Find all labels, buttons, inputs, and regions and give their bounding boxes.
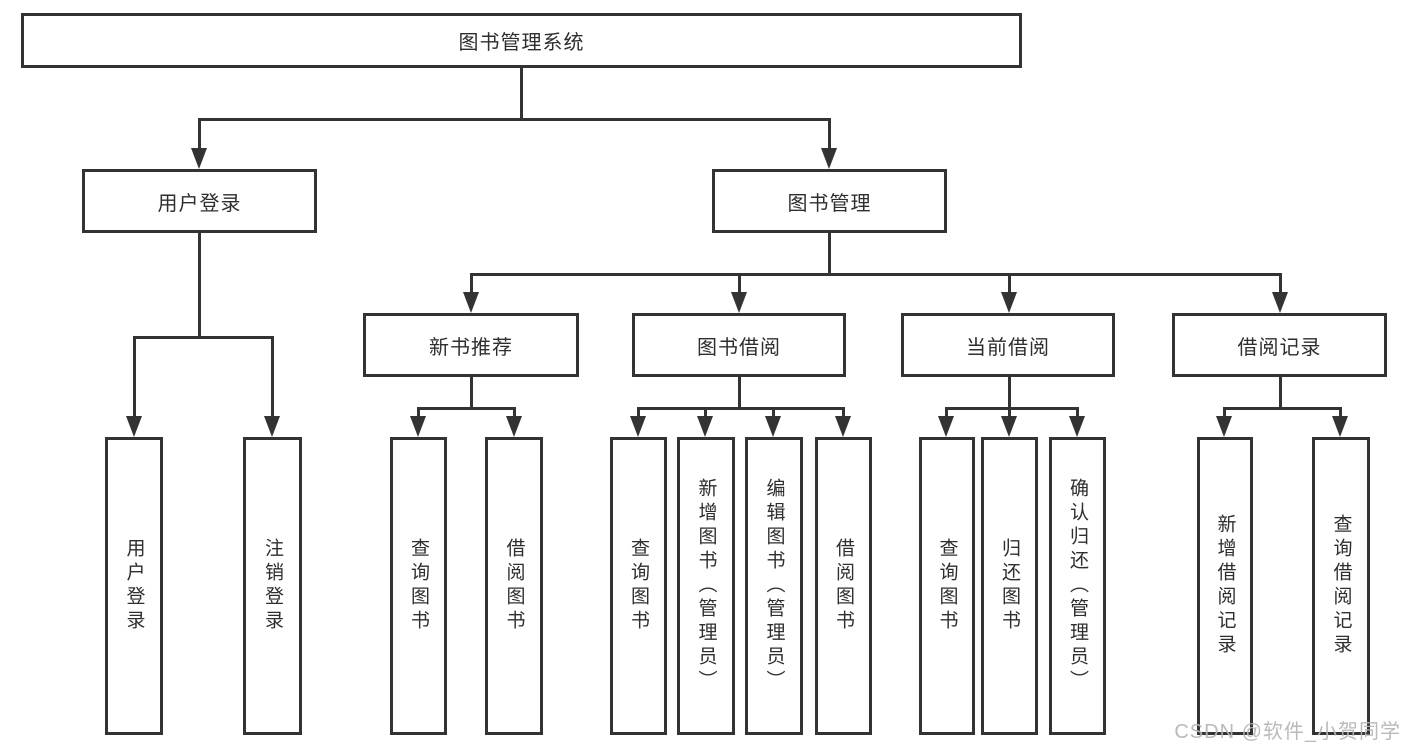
connector-root-stem [520,68,523,118]
leaf-return-book: 归还图书 [981,437,1038,735]
connector-book-management-stem [828,233,831,276]
node-user-login: 用户登录 [82,169,317,233]
leaf-logout-label: 注销登录 [262,538,283,634]
leaf-query-borrow-record: 查询借阅记录 [1312,437,1370,735]
arrowhead-leaf-logout [264,416,280,437]
arrowhead-user-login [191,148,207,169]
arrowhead-book-borrow [731,292,747,313]
arrowhead-leaf-borrow-books-a [506,416,522,437]
node-borrow-records: 借阅记录 [1172,313,1387,377]
node-book-management-label: 图书管理 [787,192,872,215]
arrowhead-borrow-records [1272,292,1288,313]
arrowhead-leaf-query-record [1332,416,1348,437]
connector-to-book-borrow [738,273,741,295]
connector-to-leaf-confirm-return [1076,407,1079,419]
connector-user-login-stem [198,233,201,339]
connector-root-bar [198,118,831,121]
connector-current-borrow-stem [1008,377,1011,410]
arrowhead-leaf-query-books-b [630,416,646,437]
leaf-borrow-books-recommend-label: 借阅图书 [503,538,525,634]
connector-to-leaf-user-login [133,336,136,418]
connector-to-new-book [470,273,473,295]
connector-to-leaf-query-record [1339,407,1342,419]
leaf-query-borrow-record-label: 查询借阅记录 [1330,514,1352,658]
node-root-label: 图书管理系统 [458,32,585,54]
arrowhead-leaf-add-record [1216,416,1232,437]
connector-borrow-records-stem [1279,377,1282,410]
leaf-add-borrow-record-label: 新增借阅记录 [1214,514,1236,658]
connector-new-book-bar [417,407,516,410]
connector-to-leaf-add-book [704,407,707,419]
connector-to-leaf-add-record [1223,407,1226,419]
leaf-query-books-borrow-label: 查询图书 [628,538,649,634]
node-book-management: 图书管理 [712,169,947,233]
leaf-add-book-admin-label: 新增图书（管理员） [695,478,717,694]
connector-to-leaf-borrow-books-a [513,407,516,419]
arrowhead-leaf-confirm-return [1069,416,1085,437]
node-book-borrow: 图书借阅 [632,313,846,377]
arrowhead-book-management [821,148,837,169]
node-current-borrow: 当前借阅 [901,313,1115,377]
leaf-borrow-books-recommend: 借阅图书 [485,437,543,735]
node-borrow-records-label: 借阅记录 [1237,336,1322,359]
arrowhead-leaf-return-book [1001,416,1017,437]
connector-to-leaf-edit-book [772,407,775,419]
arrowhead-leaf-add-book [697,416,713,437]
node-user-login-label: 用户登录 [157,192,242,215]
connector-to-leaf-query-books-a [417,407,420,419]
leaf-edit-book-admin-label: 编辑图书（管理员） [763,478,785,694]
leaf-return-book-label: 归还图书 [999,538,1020,634]
leaf-user-login-label: 用户登录 [123,538,145,634]
leaf-logout: 注销登录 [243,437,302,735]
arrowhead-leaf-query-books-c [938,416,954,437]
arrowhead-leaf-user-login [126,416,142,437]
connector-to-leaf-borrow-books-b [842,407,845,419]
leaf-confirm-return-admin: 确认归还（管理员） [1049,437,1106,735]
connector-borrow-records-bar [1223,407,1342,410]
connector-to-book-management [828,118,831,150]
connector-to-leaf-query-books-c [945,407,948,419]
node-root-library-system: 图书管理系统 [21,13,1022,68]
leaf-borrow-books-borrow-label: 借阅图书 [833,538,854,634]
leaf-query-books-recommend-label: 查询图书 [408,538,429,634]
connector-user-login-bar [133,336,274,339]
leaf-user-login: 用户登录 [105,437,163,735]
leaf-borrow-books-borrow: 借阅图书 [815,437,872,735]
connector-to-user-login [198,118,201,150]
connector-new-book-stem [470,377,473,410]
arrowhead-leaf-borrow-books-b [835,416,851,437]
node-new-book-recommend: 新书推荐 [363,313,579,377]
connector-level3-bar [470,273,1282,276]
connector-to-current-borrow [1008,273,1011,295]
node-new-book-recommend-label: 新书推荐 [429,336,513,359]
connector-book-borrow-bar [637,407,845,410]
connector-book-borrow-stem [738,377,741,410]
connector-to-leaf-return-book [1008,407,1011,419]
leaf-add-borrow-record: 新增借阅记录 [1197,437,1253,735]
connector-to-leaf-logout [271,336,274,418]
leaf-query-books-current: 查询图书 [919,437,975,735]
arrowhead-current-borrow [1001,292,1017,313]
connector-to-leaf-query-books-b [637,407,640,419]
leaf-query-books-recommend: 查询图书 [390,437,447,735]
leaf-confirm-return-admin-label: 确认归还（管理员） [1067,478,1088,694]
leaf-query-books-borrow: 查询图书 [610,437,667,735]
node-book-borrow-label: 图书借阅 [697,336,781,359]
connector-current-borrow-bar [945,407,1079,410]
leaf-edit-book-admin: 编辑图书（管理员） [745,437,803,735]
arrowhead-leaf-query-books-a [410,416,426,437]
connector-to-borrow-records [1279,273,1282,295]
arrowhead-leaf-edit-book [765,416,781,437]
csdn-watermark: CSDN @软件_小贺同学 [1174,721,1401,743]
leaf-add-book-admin: 新增图书（管理员） [677,437,735,735]
leaf-query-books-current-label: 查询图书 [936,538,958,634]
arrowhead-new-book [463,292,479,313]
node-current-borrow-label: 当前借阅 [966,336,1050,359]
